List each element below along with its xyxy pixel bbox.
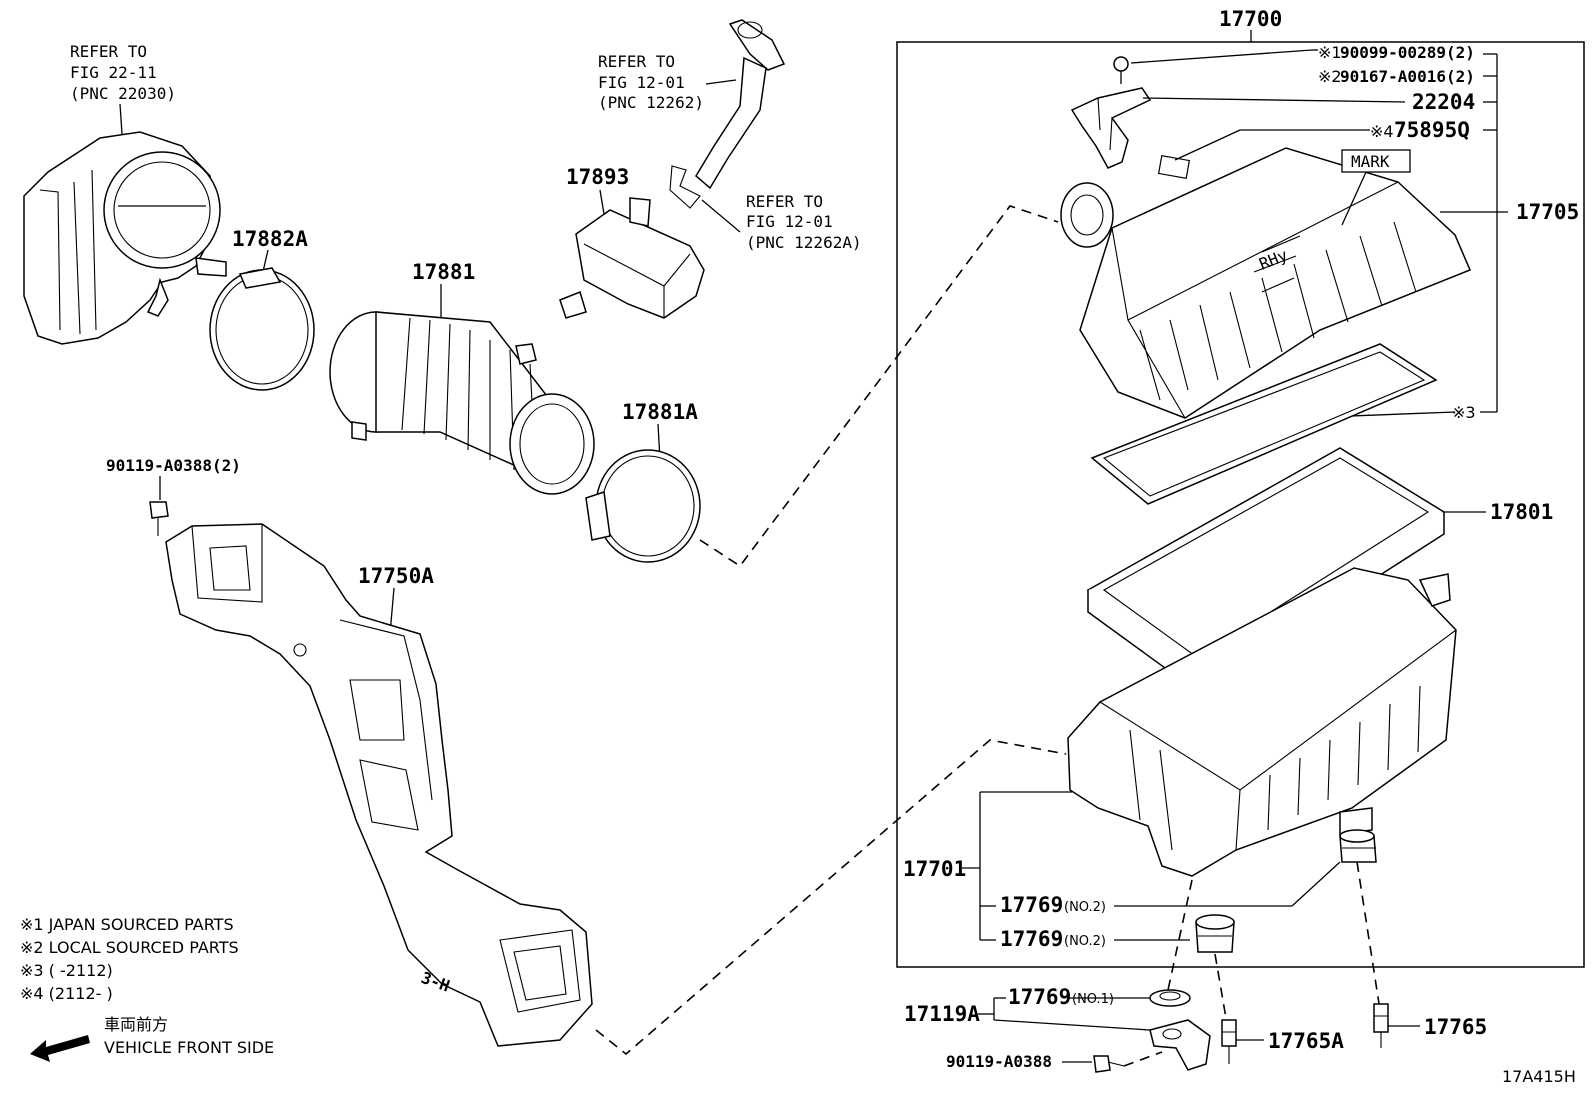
assembly-label[interactable]: 17700 (1219, 7, 1282, 31)
grommet-no2-b-qualifier: (NO.2) (1064, 934, 1106, 949)
grommet-right[interactable] (1339, 829, 1377, 863)
grommet-no1-qualifier: (NO.1) (1072, 992, 1114, 1007)
label-pnc[interactable]: 75895Q (1394, 118, 1470, 142)
pin-17765a[interactable] (1221, 1019, 1237, 1064)
caution-label-sticker[interactable] (1157, 155, 1191, 179)
mark4-symbol: ※4 (1370, 122, 1394, 141)
grommet-no2-a-qualifier: (NO.2) (1064, 900, 1106, 915)
airflow-sensor[interactable] (1070, 87, 1152, 169)
grommet-no2-b-pnc[interactable]: 17769 (1000, 927, 1063, 951)
resonator-pnc[interactable]: 17893 (566, 165, 629, 189)
mark-box (1341, 149, 1411, 173)
mark1-symbol: ※1 (1318, 43, 1342, 62)
throttle-ref-line1: REFER TO (70, 42, 147, 61)
bracket-bolt[interactable] (1093, 1055, 1125, 1073)
note-3: ※3 ( -2112) (20, 961, 113, 980)
cap-gasket[interactable] (1090, 343, 1438, 505)
hose-clamp-17881a[interactable] (585, 449, 701, 563)
hose-ref-line3: (PNC 12262) (598, 93, 704, 112)
air-inlet-duct[interactable] (165, 523, 593, 1047)
clamp-17881a-pnc[interactable]: 17881A (622, 400, 698, 424)
intake-hose[interactable] (329, 311, 595, 495)
case-pnc[interactable]: 17701 (903, 857, 966, 881)
throttle-body[interactable] (23, 131, 227, 345)
clip-ref-line1: REFER TO (746, 192, 823, 211)
screw2-pnc[interactable]: 90167-A0016(2) (1340, 67, 1475, 86)
sensor-pnc[interactable]: 22204 (1412, 90, 1475, 114)
clip-ref-line3: (PNC 12262A) (746, 233, 862, 252)
throttle-ref-line3: (PNC 22030) (70, 84, 176, 103)
hose-ref-line1: REFER TO (598, 52, 675, 71)
hose-clamp-17882a[interactable] (209, 267, 315, 391)
mark2-symbol: ※2 (1318, 67, 1342, 86)
grommet-center[interactable] (1195, 914, 1235, 953)
sensor-screw[interactable] (1113, 56, 1129, 84)
pin-17765[interactable] (1373, 1003, 1389, 1048)
cap-pnc[interactable]: 17705 (1516, 200, 1579, 224)
pcv-hose[interactable] (695, 19, 786, 190)
pin-17765-pnc[interactable]: 17765 (1424, 1015, 1487, 1039)
hose-ref-line2: FIG 12-01 (598, 73, 685, 92)
air-cleaner-cap[interactable]: RHy (1060, 147, 1471, 419)
bracket-bolt-pnc[interactable]: 90119-A0388 (946, 1052, 1052, 1071)
duct-bolt[interactable] (149, 501, 169, 536)
bracket-assembly[interactable] (1149, 1019, 1211, 1071)
grommet-no1-pnc[interactable]: 17769 (1008, 985, 1071, 1009)
hose-clip[interactable] (669, 165, 701, 209)
resonator[interactable] (559, 197, 705, 319)
hose-17881-pnc[interactable]: 17881 (412, 260, 475, 284)
air-filter-element[interactable] (1086, 447, 1446, 693)
direction-en: VEHICLE FRONT SIDE (104, 1038, 274, 1057)
screw1-pnc[interactable]: 90099-00289(2) (1340, 43, 1475, 62)
mark-text: MARK (1351, 152, 1390, 171)
note-2: ※2 LOCAL SOURCED PARTS (20, 938, 239, 957)
throttle-ref-line2: FIG 22-11 (70, 63, 157, 82)
mark3-symbol: ※3 (1452, 403, 1476, 422)
figure-code: 17A415H (1502, 1067, 1576, 1086)
note-1: ※1 JAPAN SOURCED PARTS (20, 915, 234, 934)
element-pnc[interactable]: 17801 (1490, 500, 1553, 524)
clamp-17882a-pnc[interactable]: 17882A (232, 227, 308, 251)
assembly-box (896, 41, 1585, 968)
grommet-no1[interactable] (1149, 989, 1191, 1007)
pin-17765a-pnc[interactable]: 17765A (1268, 1029, 1344, 1053)
clip-ref-line2: FIG 12-01 (746, 212, 833, 231)
front-arrow-icon (30, 1035, 90, 1062)
bracket-pnc[interactable]: 17119A (904, 1002, 980, 1026)
air-cleaner-case[interactable] (1067, 567, 1457, 877)
note-4: ※4 (2112- ) (20, 984, 113, 1003)
duct-pnc[interactable]: 17750A (358, 564, 434, 588)
grommet-no2-a-pnc[interactable]: 17769 (1000, 893, 1063, 917)
duct-bolt-pnc[interactable]: 90119-A0388(2) (106, 456, 241, 475)
direction-jp: 車両前方 (104, 1015, 168, 1034)
